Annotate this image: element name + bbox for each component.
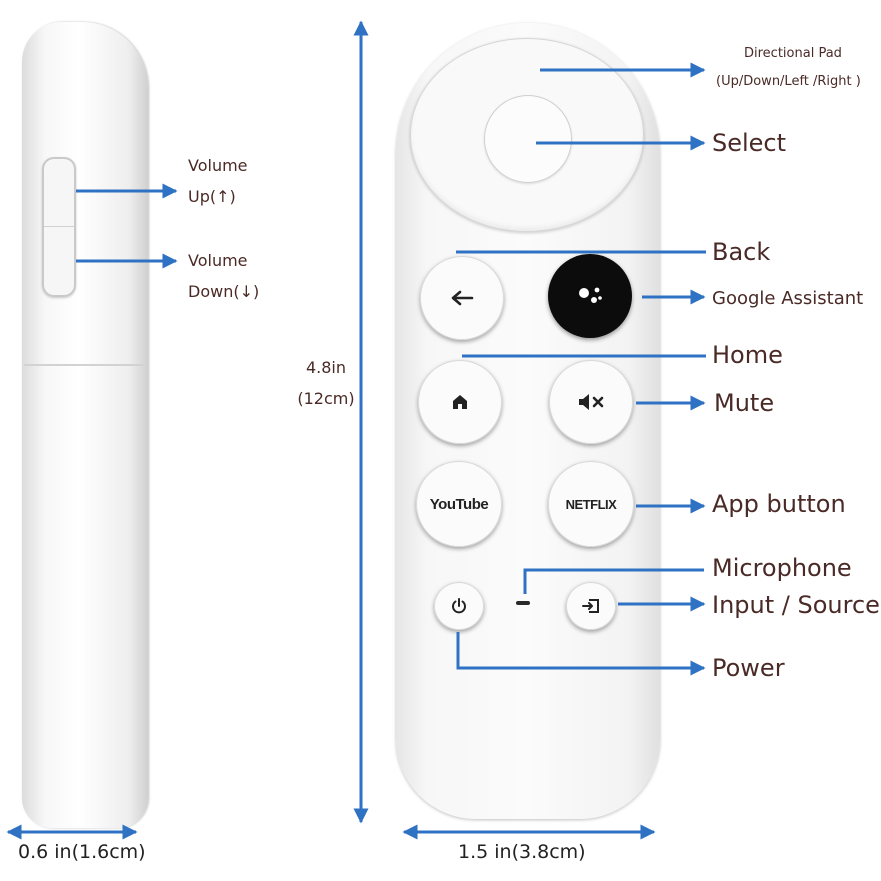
mute-label: Mute (714, 389, 775, 417)
input-source-button[interactable] (566, 582, 616, 630)
volume-up-line2: Up(↑) (188, 187, 236, 206)
home-label: Home (712, 341, 783, 369)
height-cm: (12cm) (297, 389, 355, 408)
dpad-line1: Directional Pad (744, 46, 842, 61)
microphone-hole (516, 601, 530, 605)
input-source-icon (582, 599, 599, 613)
volume-rocker[interactable] (42, 157, 76, 297)
volume-rocker-divider (44, 226, 74, 227)
microphone-line (523, 568, 704, 594)
volume-up-line1: Volume (188, 156, 248, 175)
power-label: Power (712, 654, 785, 682)
select-label: Select (712, 129, 787, 157)
power-icon (452, 598, 466, 614)
google-assistant-label: Google Assistant (712, 288, 864, 309)
input-source-label: Input / Source (712, 591, 880, 619)
height-label: 4.8in (12cm) (296, 352, 356, 414)
home-icon (453, 395, 467, 409)
front-width-label: 1.5 in(3.8cm) (458, 841, 586, 863)
netflix-label: NETFLIX (565, 496, 617, 512)
power-arrow (456, 632, 706, 676)
back-button[interactable] (420, 256, 504, 340)
select-button[interactable] (484, 95, 572, 183)
volume-up-label: Volume Up(↑) (188, 150, 248, 212)
remote-side-view (22, 22, 148, 828)
side-seam (24, 364, 144, 366)
side-width-label: 0.6 in(1.6cm) (18, 841, 146, 863)
dpad-label: Directional Pad (Up/Down/Left /Right ) (716, 40, 861, 96)
power-button[interactable] (434, 582, 484, 630)
height-inches: 4.8in (305, 358, 347, 377)
volume-down-line1: Volume (188, 251, 248, 270)
google-assistant-button[interactable] (548, 254, 632, 338)
left-arrow-icon (451, 290, 474, 306)
mute-button[interactable] (549, 360, 633, 444)
home-button[interactable] (418, 360, 502, 444)
google-assistant-dots-icon (579, 287, 602, 303)
app-button-label: App button (712, 490, 846, 518)
mute-icon (579, 394, 604, 410)
dpad-line2: (Up/Down/Left /Right ) (716, 74, 861, 89)
volume-down-label: Volume Down(↓) (188, 245, 259, 307)
netflix-button[interactable]: NETFLIX (548, 461, 634, 547)
volume-down-line2: Down(↓) (188, 282, 260, 301)
youtube-label: YouTube (429, 495, 489, 513)
youtube-button[interactable]: YouTube (416, 461, 502, 547)
microphone-label: Microphone (712, 554, 852, 582)
back-label: Back (712, 238, 771, 266)
